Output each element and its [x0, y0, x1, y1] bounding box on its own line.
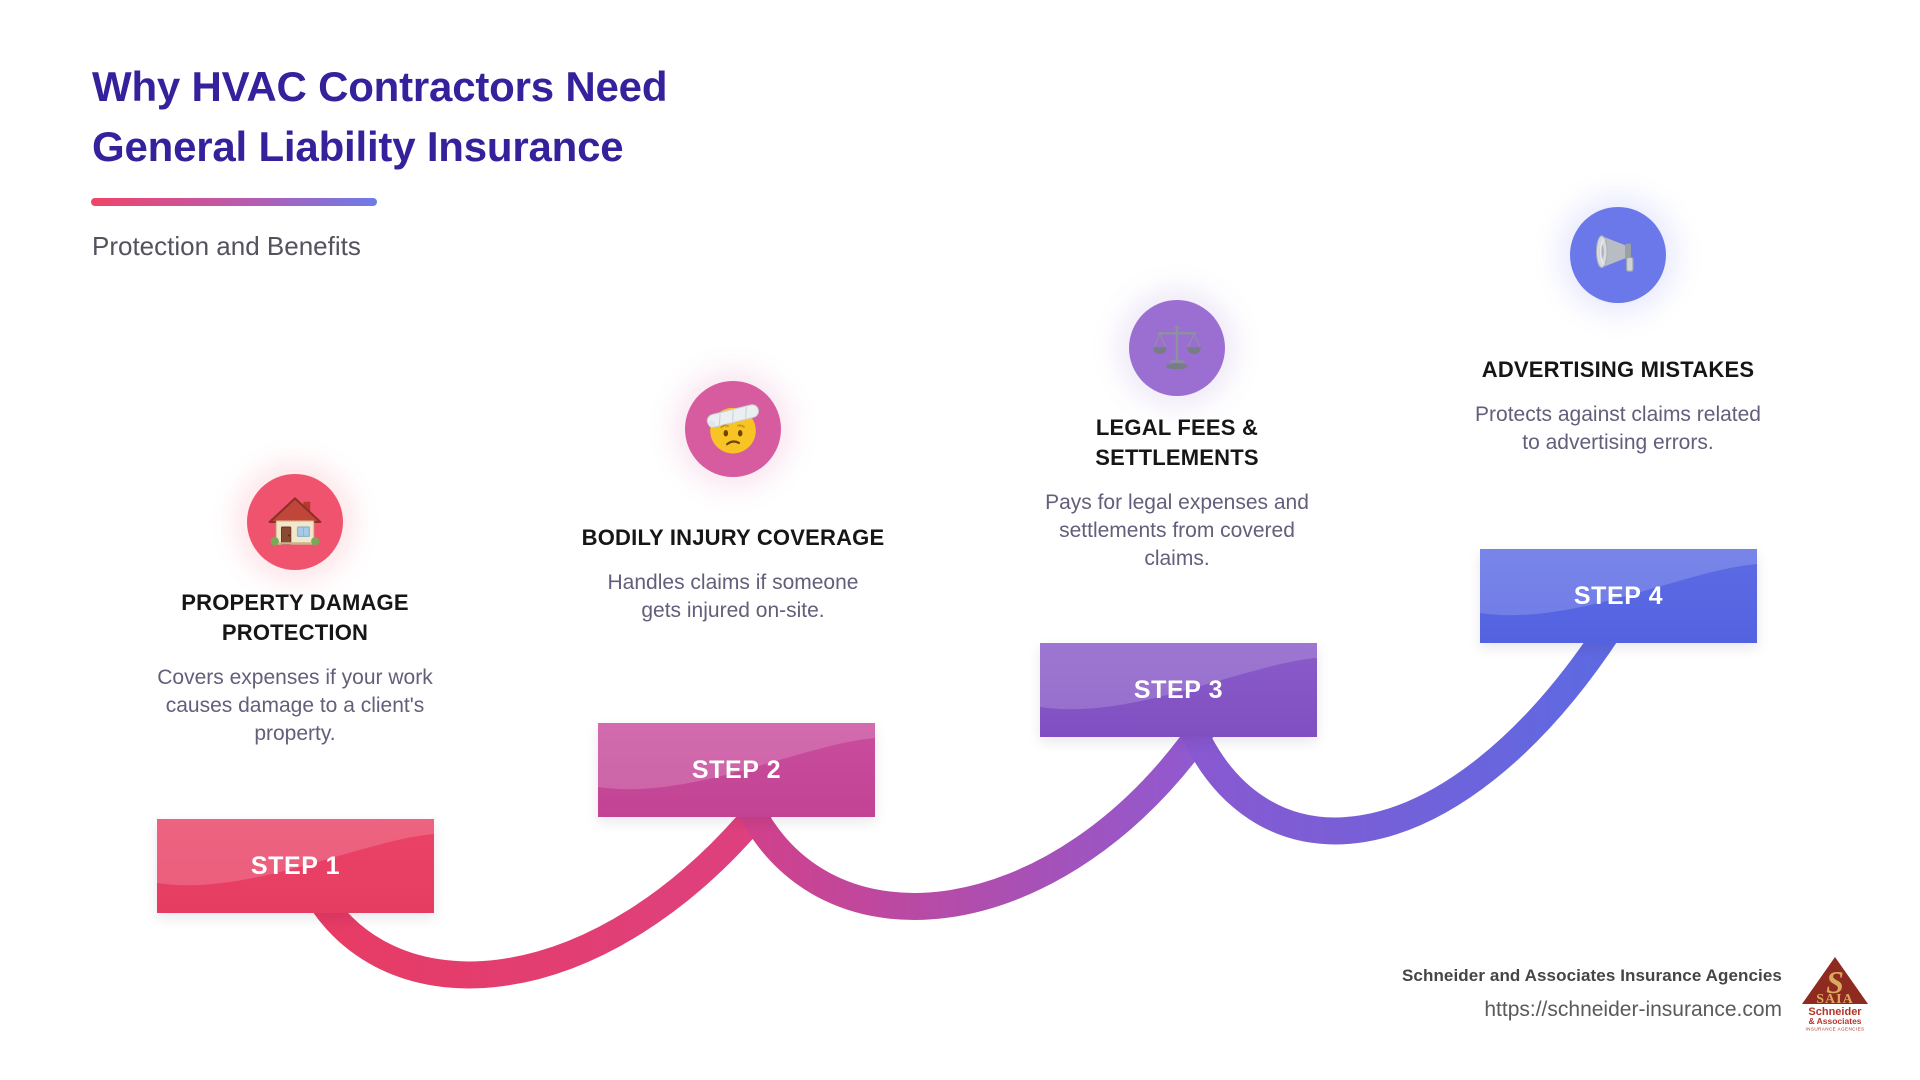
footer-url: https://schneider-insurance.com — [1484, 998, 1782, 1021]
step-2-heading: BODILY INJURY COVERAGE — [581, 525, 885, 550]
step-card-3: LEGAL FEES & SETTLEMENTS Pays for legal … — [997, 300, 1357, 573]
page-title: Why HVAC Contractors Need General Liabil… — [92, 57, 667, 177]
step-1-description: Covers expenses if your work causes dama… — [157, 666, 433, 745]
step-4-icon-badge — [1570, 207, 1666, 303]
step-4-label: STEP 4 — [1573, 581, 1664, 610]
step-3-icon-badge — [1129, 300, 1225, 396]
step-card-1: PROPERTY DAMAGE PROTECTION Covers expens… — [115, 474, 475, 748]
step-2-description: Handles claims if someone gets injured o… — [607, 571, 859, 622]
step-3-heading: LEGAL FEES & SETTLEMENTS — [1095, 415, 1259, 470]
injured-face-icon — [706, 404, 759, 454]
connector-curve-2 — [729, 707, 1224, 920]
logo-line3: INSURANCE AGENCIES — [1805, 1027, 1864, 1032]
step-4-heading: ADVERTISING MISTAKES — [1481, 357, 1755, 382]
balance-scale-icon — [1153, 325, 1201, 370]
title-accent-underline — [91, 198, 377, 206]
connector-curve-3 — [1172, 617, 1624, 845]
footer-company-name: Schneider and Associates Insurance Agenc… — [1401, 966, 1782, 985]
step-4-description: Protects against claims related to adver… — [1475, 403, 1761, 454]
page-title-line1: Why HVAC Contractors Need — [92, 63, 668, 110]
logo-line1: Schneider — [1808, 1006, 1862, 1018]
step-card-4: ADVERTISING MISTAKES Protects against cl… — [1438, 207, 1798, 457]
logo-line2: & Associates — [1808, 1016, 1861, 1026]
step-3-label: STEP 3 — [1133, 675, 1224, 704]
step-2-icon-badge — [685, 381, 781, 477]
step-1-heading: PROPERTY DAMAGE PROTECTION — [181, 590, 409, 645]
page-title-line2: General Liability Insurance — [92, 123, 624, 170]
step-3-banner: STEP 3 — [1040, 643, 1317, 737]
step-3-description: Pays for legal expenses and settlements … — [1045, 491, 1309, 570]
footer: Schneider and Associates Insurance Agenc… — [1402, 966, 1782, 1022]
house-icon — [268, 497, 322, 546]
step-2-label: STEP 2 — [691, 755, 782, 784]
logo-acronym: SAIA — [1816, 992, 1853, 1007]
step-card-2: BODILY INJURY COVERAGE Handles claims if… — [553, 381, 913, 625]
page-subtitle: Protection and Benefits — [92, 231, 361, 261]
step-1-label: STEP 1 — [250, 851, 341, 880]
connector-curve-1 — [292, 786, 783, 989]
company-logo: S SAIA Schneider & Associates INSURANCE … — [1802, 957, 1868, 1032]
step-1-icon-badge — [247, 474, 343, 570]
logo-s-glyph: S — [1826, 964, 1844, 1000]
step-4-banner: STEP 4 — [1480, 549, 1757, 643]
megaphone-icon — [1595, 235, 1634, 272]
step-1-banner: STEP 1 — [157, 819, 434, 913]
step-2-banner: STEP 2 — [598, 723, 875, 817]
